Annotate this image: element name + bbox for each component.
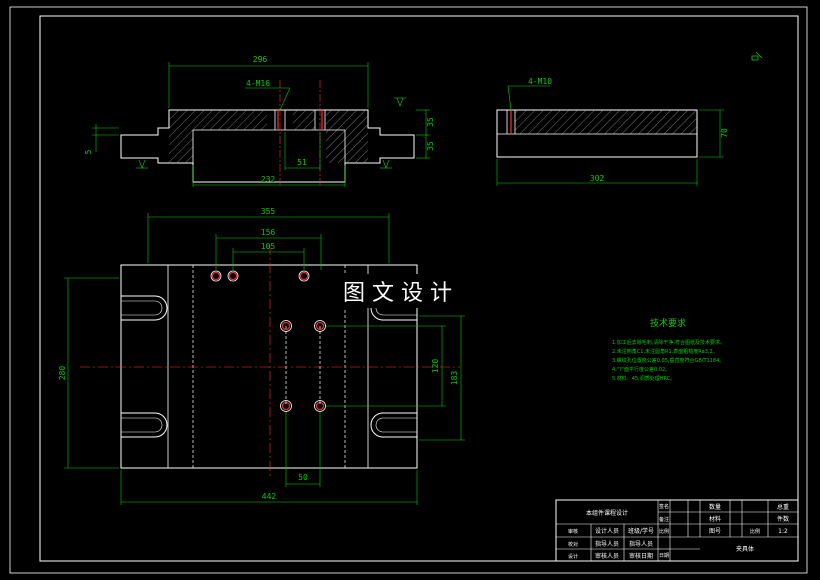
tb-s1: 签名	[659, 503, 669, 510]
tb-s3: 比例	[659, 528, 669, 535]
title-block: 本组件课程设计 设计人员 班级/学号 指导人员 指导人员 审核人员 审核日期 审…	[555, 499, 799, 562]
tb-part-label: 件数	[777, 515, 789, 523]
tb-school: 本组件课程设计	[586, 509, 628, 517]
tb-designer: 设计人员	[595, 527, 619, 535]
tb-review-date: 审核日期	[629, 552, 653, 560]
front-section-view: 296 4-M16 232 51 35 35 5	[84, 55, 435, 187]
tb-c3: 设计	[568, 553, 578, 560]
watermark-bg	[333, 274, 493, 308]
dim-w156: 156	[261, 228, 276, 237]
tech-title: 技术要求	[650, 317, 686, 329]
corner-mark	[751, 51, 763, 61]
tb-reviewer: 审核人员	[595, 552, 619, 560]
tech-item-3: 3.螺纹孔位置度公差0.05,垂直度符合GB/T1184。	[612, 357, 724, 364]
dim-w355: 355	[261, 207, 276, 216]
dim-w50: 50	[298, 473, 308, 482]
watermark-text: 图 文 设 计	[343, 281, 452, 306]
tb-drawing-no-label: 图号	[709, 528, 721, 535]
tb-material-label: 材料	[709, 515, 721, 523]
inner-frame	[39, 15, 799, 562]
side-section-view: 4-M10 302 70	[496, 77, 729, 186]
tb-instructor2: 指导人员	[629, 540, 653, 548]
dim-thread-m10: 4-M10	[528, 77, 552, 86]
tech-notes: 技术要求 1.加工后去除毛刺,清除干净,符合图纸及技术要求。 2.未注倒角C1,…	[612, 317, 725, 382]
tech-item-5: 5.材料：45,调质处理HRC。	[612, 375, 675, 382]
dim-length: 302	[590, 174, 605, 183]
tb-student-id: 班级/学号	[628, 527, 654, 535]
dim-h280: 280	[58, 366, 67, 381]
plan-view: 355 156 105 442 50 280 120 183	[58, 207, 465, 505]
tb-total-label: 总重	[777, 503, 789, 511]
outer-frame	[9, 6, 808, 574]
dim-w105: 105	[261, 242, 276, 251]
tb-c1: 审核	[568, 528, 578, 535]
dim-slot: 51	[297, 158, 307, 167]
tech-item-1: 1.加工后去除毛刺,清除干净,符合图纸及技术要求。	[612, 339, 725, 346]
dim-h120: 120	[431, 359, 440, 374]
dim-thread-m16: 4-M16	[246, 79, 270, 88]
tb-quantity-label: 数量	[709, 503, 721, 511]
tech-item-4: 4."?"面平行度公差0.02。	[612, 366, 670, 373]
dim-overall: 296	[253, 55, 268, 64]
dim-h183: 183	[450, 371, 459, 386]
dim-h-top: 35	[426, 117, 435, 127]
dim-height: 70	[720, 128, 729, 138]
tb-part-name: 夹具体	[736, 545, 754, 553]
dim-step: 5	[84, 149, 93, 154]
dim-h-bot: 35	[426, 141, 435, 151]
tb-s2: 备注	[659, 516, 669, 523]
dim-w442: 442	[262, 492, 277, 501]
tb-c2: 校对	[568, 541, 578, 548]
tb-c4: 日期	[659, 553, 669, 559]
tb-instructor: 指导人员	[595, 540, 619, 548]
dim-base: 232	[261, 175, 276, 184]
tb-scale-value: 1:2	[778, 528, 788, 535]
tb-scale-label: 比例	[750, 528, 760, 535]
tech-item-2: 2.未注倒角C1,未注圆角R1,表面粗糙度Ra3.2。	[612, 348, 718, 355]
